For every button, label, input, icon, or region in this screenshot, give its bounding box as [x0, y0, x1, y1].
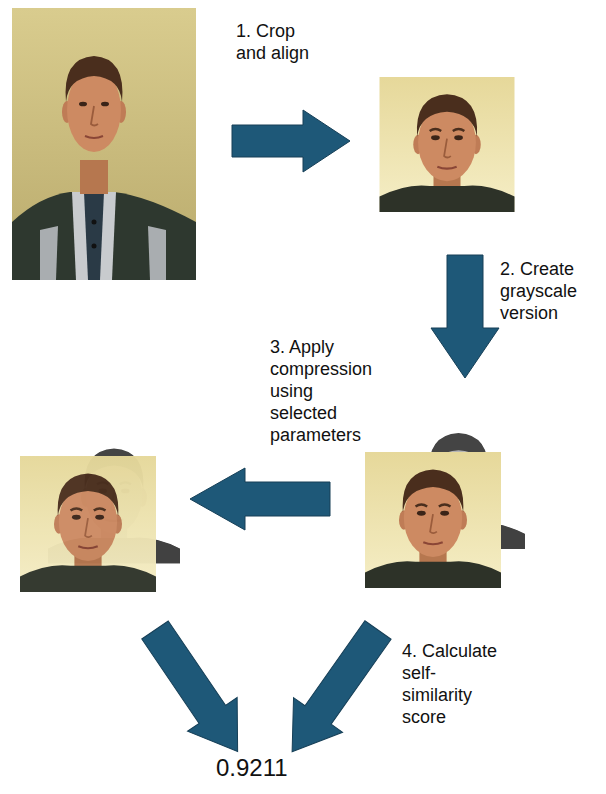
- right-arrow: [232, 110, 350, 172]
- color-face: [365, 452, 501, 588]
- score-value: 0.9211: [216, 754, 288, 782]
- diagonal-arrow: [268, 613, 403, 769]
- left-arrow: [190, 468, 330, 530]
- compressed-color-face: [20, 456, 156, 592]
- down-arrow: [431, 255, 499, 378]
- original-photo: [12, 8, 196, 280]
- step-label: 1. Crop and align: [236, 20, 328, 64]
- cropped-face: [380, 77, 515, 212]
- step-label: 3. Apply compression using selected para…: [270, 336, 376, 446]
- step-label: 2. Create grayscale version: [500, 258, 600, 324]
- step-label: 4. Calculate self-similarity score: [402, 640, 502, 728]
- diagonal-arrow: [130, 613, 262, 768]
